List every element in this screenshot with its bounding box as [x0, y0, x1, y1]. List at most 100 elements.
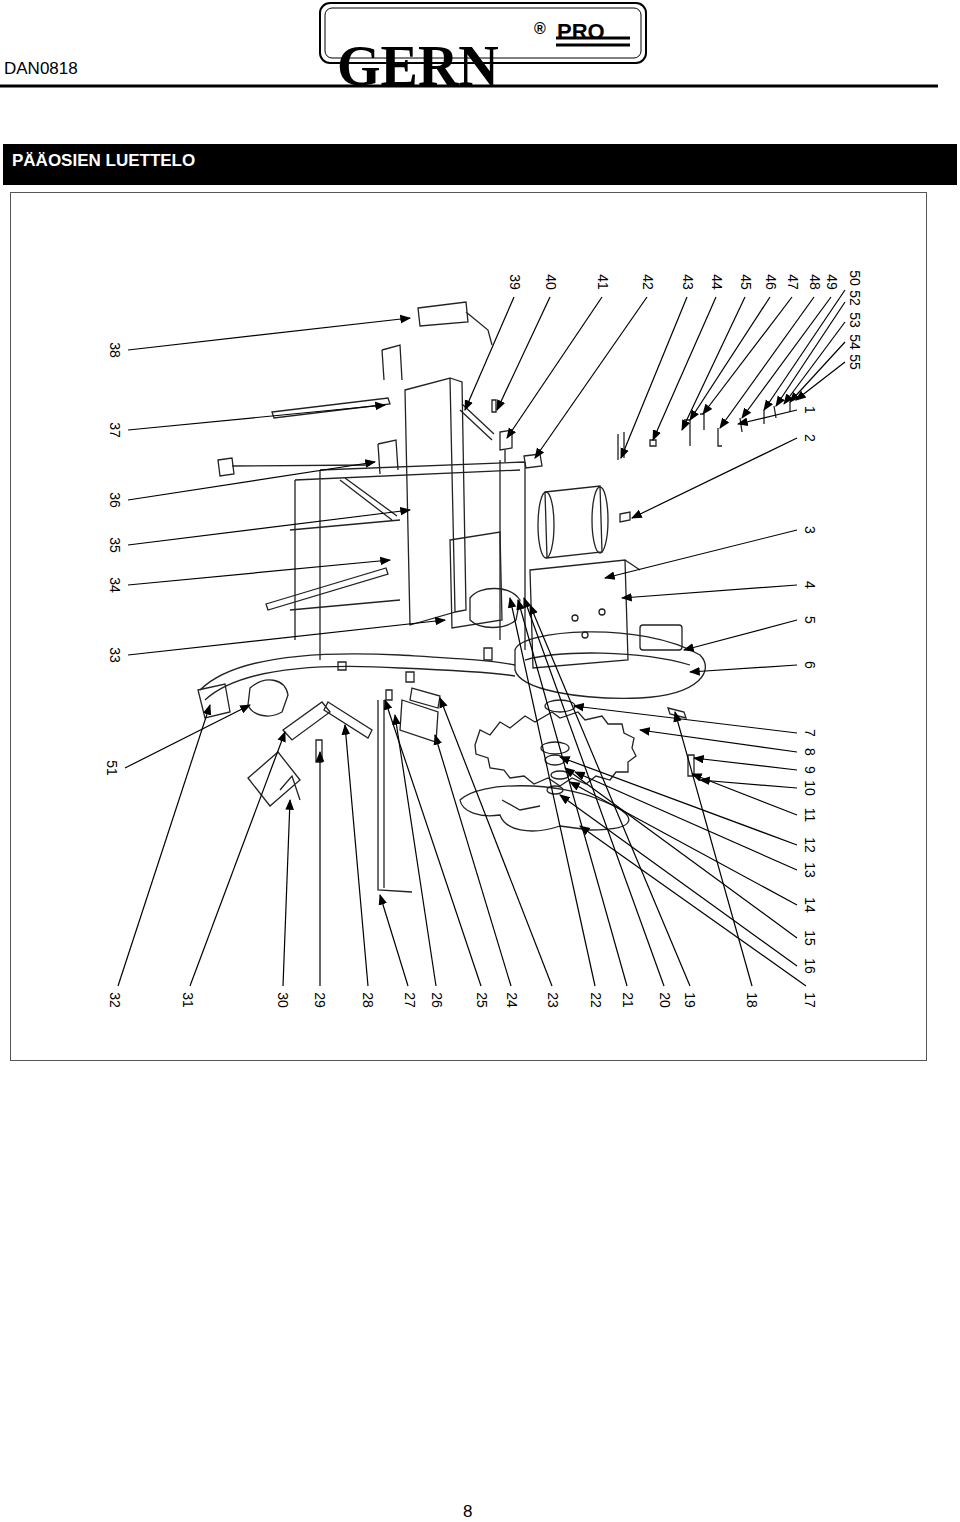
section-title: PÄÄOSIEN LUETTELO — [12, 151, 195, 171]
callout-number: 6 — [802, 659, 818, 671]
callout-number: 41 — [595, 272, 611, 292]
callout-number: 45 — [738, 272, 754, 292]
callout-number: 15 — [802, 928, 818, 948]
leader-line — [622, 585, 797, 598]
logo-pro: PRO — [557, 21, 605, 43]
callout-number: 34 — [107, 575, 123, 595]
callout-number: 20 — [657, 990, 673, 1010]
leader-line — [435, 735, 511, 986]
leader-line — [518, 600, 627, 986]
callout-number: 19 — [682, 990, 698, 1010]
callout-number: 1 — [802, 404, 818, 416]
leader-line — [605, 530, 797, 578]
leader-line — [776, 302, 845, 406]
callout-number: 18 — [744, 990, 760, 1010]
leader-line — [575, 772, 797, 870]
logo-underline — [556, 44, 630, 47]
callout-number: 27 — [402, 990, 418, 1010]
callout-number: 29 — [312, 990, 328, 1010]
leader-line — [128, 318, 410, 350]
leader-line — [703, 297, 792, 414]
logo-brand: GERN — [337, 38, 499, 94]
leader-line — [690, 665, 797, 672]
callout-number: 50 — [847, 268, 863, 288]
leader-line — [580, 826, 806, 986]
leader-line — [128, 462, 375, 500]
leader-line — [345, 725, 368, 986]
callout-number: 17 — [802, 990, 818, 1010]
callout-number: 43 — [680, 272, 696, 292]
callout-number: 28 — [360, 990, 376, 1010]
leader-line — [675, 712, 752, 986]
leader-line — [694, 758, 797, 770]
callout-number: 42 — [640, 272, 656, 292]
leader-line — [118, 705, 210, 986]
logo-mark: ® — [534, 21, 546, 37]
leader-lines — [118, 290, 845, 986]
callout-number: 25 — [474, 990, 490, 1010]
callout-number: 44 — [709, 272, 725, 292]
leader-line — [319, 752, 320, 986]
leader-line — [682, 297, 745, 430]
leader-line — [395, 715, 436, 986]
callout-number: 54 — [847, 332, 863, 352]
callout-number: 8 — [802, 746, 818, 758]
leader-line — [700, 780, 797, 788]
callout-number: 49 — [824, 272, 840, 292]
callout-number: 23 — [545, 990, 561, 1010]
callout-number: 39 — [507, 272, 523, 292]
leader-line — [784, 322, 845, 404]
leader-line — [684, 620, 797, 650]
leader-line — [440, 698, 552, 986]
callout-number: 10 — [802, 778, 818, 798]
callout-number: 32 — [107, 990, 123, 1010]
callout-number: 38 — [107, 340, 123, 360]
callout-number: 3 — [802, 524, 818, 536]
leader-line — [796, 362, 845, 400]
title-bar — [3, 144, 957, 185]
callout-number: 55 — [847, 352, 863, 372]
leader-line — [125, 705, 250, 768]
callout-number: 14 — [802, 895, 818, 915]
callout-number: 33 — [107, 645, 123, 665]
leader-line — [385, 700, 481, 986]
leader-line — [530, 605, 690, 986]
callout-number: 21 — [620, 990, 636, 1010]
leader-line — [632, 438, 797, 518]
leader-line — [570, 782, 797, 905]
leader-line — [510, 598, 595, 986]
leader-line — [790, 342, 845, 402]
diagram-border — [11, 193, 927, 1061]
leader-line — [465, 297, 514, 410]
callout-number: 7 — [802, 727, 818, 739]
leader-line — [565, 768, 797, 938]
callout-number: 52 — [847, 288, 863, 308]
callout-number: 30 — [275, 990, 291, 1010]
leader-line — [574, 706, 797, 733]
callout-number: 53 — [847, 310, 863, 330]
leader-line — [621, 297, 687, 458]
document-code: DAN0818 — [4, 60, 78, 77]
leader-line — [507, 297, 602, 438]
callout-number: 40 — [543, 272, 559, 292]
leader-line — [764, 290, 845, 410]
callout-number: 9 — [802, 764, 818, 776]
callout-number: 26 — [429, 990, 445, 1010]
callout-number: 48 — [807, 272, 823, 292]
callout-number: 22 — [588, 990, 604, 1010]
leader-line — [128, 510, 410, 545]
leader-line — [524, 598, 664, 986]
leader-line — [380, 895, 408, 986]
callout-number: 51 — [104, 758, 120, 778]
callout-number: 35 — [107, 535, 123, 555]
callout-number: 13 — [802, 860, 818, 880]
callout-number: 16 — [802, 956, 818, 976]
callout-number: 2 — [802, 432, 818, 444]
callout-number: 24 — [504, 990, 520, 1010]
leader-line — [128, 405, 385, 430]
callout-number: 46 — [763, 272, 779, 292]
leader-line — [560, 757, 797, 845]
callout-number: 4 — [802, 579, 818, 591]
